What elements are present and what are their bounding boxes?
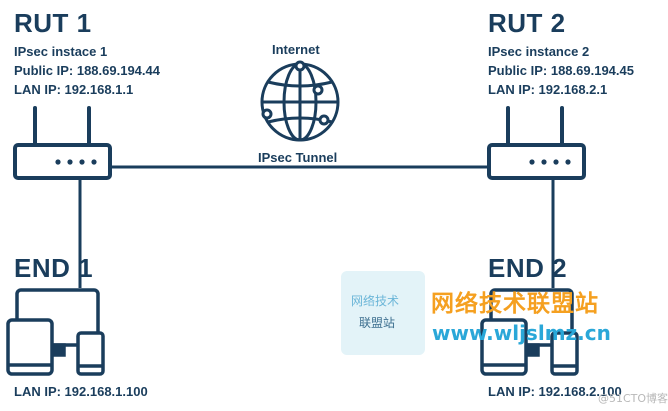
watermark-logo-line1: 网络技术	[351, 294, 400, 308]
rut1-public-ip: Public IP: 188.69.194.44	[14, 63, 160, 78]
rut1-instance: IPsec instace 1	[14, 44, 108, 59]
end2-title: END 2	[488, 253, 568, 283]
tunnel-label: IPsec Tunnel	[258, 150, 338, 165]
end1-lan-ip: LAN IP: 192.168.1.100	[14, 384, 148, 399]
rut2-info: IPsec instance 2 Public IP: 188.69.194.4…	[488, 42, 634, 99]
internet-label: Internet	[272, 42, 320, 57]
rut2-instance: IPsec instance 2	[488, 44, 590, 59]
globe-icon	[260, 60, 340, 142]
rut2-public-ip: Public IP: 188.69.194.45	[488, 63, 634, 78]
rut2-title: RUT 2	[488, 8, 566, 38]
rut1-lan-ip: LAN IP: 192.168.1.1	[14, 82, 134, 97]
watermark-logo: 网络技术 联盟站	[341, 271, 425, 355]
devices-icon	[480, 288, 579, 376]
devices-icon	[6, 288, 105, 376]
watermark-url: www.wljslmz.cn	[432, 321, 611, 345]
rut1-info: IPsec instace 1 Public IP: 188.69.194.44…	[14, 42, 160, 99]
end2-lan-ip: LAN IP: 192.168.2.100	[488, 384, 622, 399]
watermark-logo-line2: 联盟站	[359, 316, 396, 330]
credit-watermark: @51CTO博客	[598, 392, 668, 405]
end1-title: END 1	[14, 253, 94, 283]
router-icon	[13, 106, 112, 180]
rut2-lan-ip: LAN IP: 192.168.2.1	[488, 82, 608, 97]
watermark-site-name: 网络技术联盟站	[431, 291, 599, 317]
rut1-title: RUT 1	[14, 8, 92, 38]
router-icon	[487, 106, 586, 180]
